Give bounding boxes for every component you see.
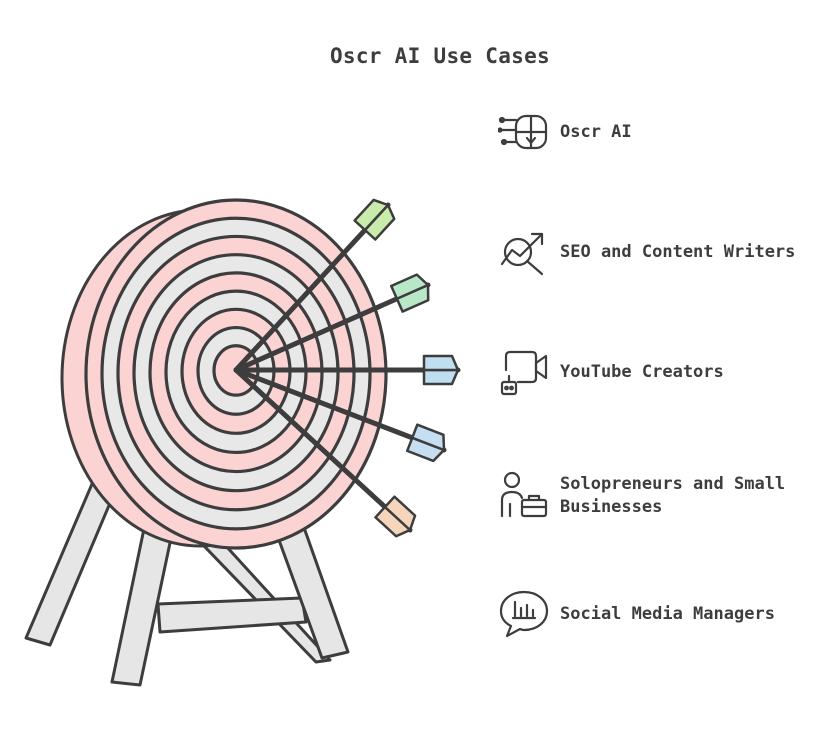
target-stand (24, 468, 350, 687)
arrow (233, 198, 396, 373)
list-item-label: Solopreneurs and Small Businesses (560, 474, 786, 517)
brain-circuit-icon (498, 114, 548, 150)
chat-bar-chart-icon (499, 590, 549, 638)
arrow (233, 367, 447, 463)
list-item-label: Oscr AI (560, 121, 632, 142)
target-arrows (233, 198, 461, 538)
diagram-title: Oscr AI Use Cases (329, 44, 551, 68)
target-rings (84, 198, 388, 550)
list-item-solopreneurs: Solopreneurs and Small Businesses (498, 470, 822, 522)
arrow (233, 273, 431, 373)
list-item-label: YouTube Creators (560, 361, 724, 382)
list-item-oscr-ai: Oscr AI (498, 106, 822, 158)
list-item-label: Social Media Managers (560, 603, 775, 624)
trend-magnifier-icon (500, 232, 544, 276)
list-item-seo-writers: SEO and Content Writers (498, 226, 822, 278)
arrow (233, 354, 461, 386)
list-item-social-media: Social Media Managers (498, 588, 822, 640)
person-briefcase-icon (500, 471, 548, 518)
list-item-youtube-creators: YouTube Creators (498, 346, 822, 398)
video-camera-robot-icon (500, 350, 548, 396)
list-item-label: SEO and Content Writers (560, 241, 796, 262)
arrow (233, 367, 417, 538)
